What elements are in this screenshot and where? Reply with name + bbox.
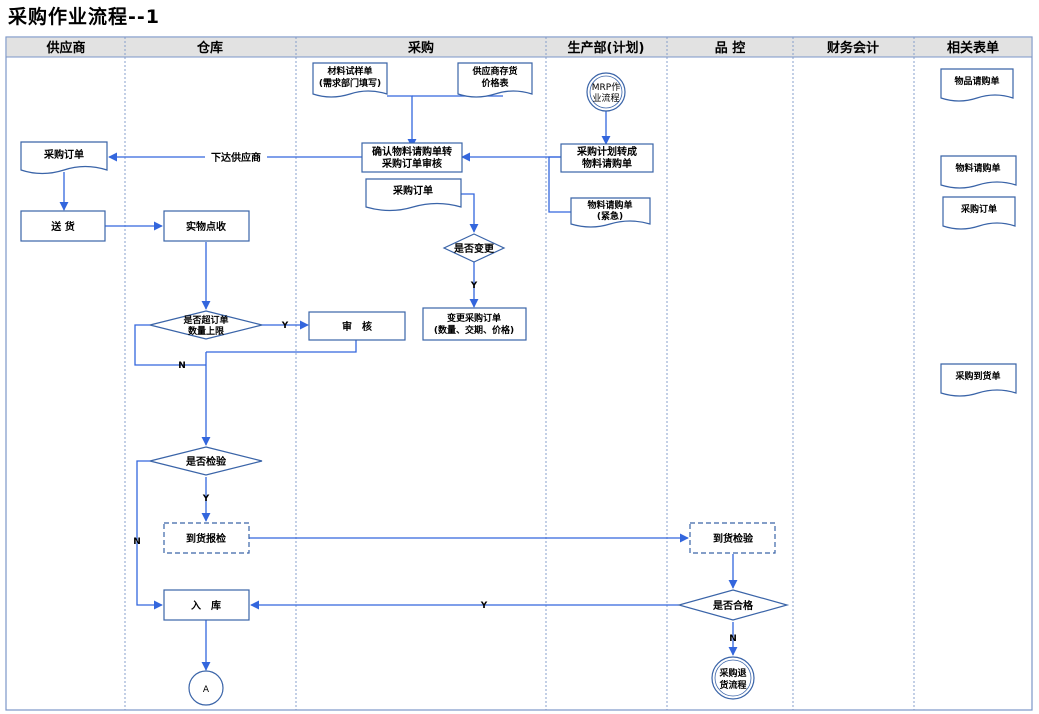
supplier-price-sheet-line1: 供应商存货 (471, 65, 517, 77)
inspect-no-label: N (133, 537, 141, 547)
review-label: 审 核 (342, 320, 372, 333)
change-po-box (422, 307, 527, 341)
connector-a-shape (188, 670, 224, 706)
supplier-po-label: 采购订单 (43, 148, 84, 161)
purchase-po-shape (365, 178, 462, 212)
edge-labels: 下达供应商 Y Y N Y N Y N (133, 151, 737, 644)
decision-shapes (149, 233, 790, 621)
arrival-report-label: 到货报检 (186, 532, 226, 545)
inspect-decision-label: 是否检验 (185, 455, 227, 468)
connector-lines (59, 95, 738, 671)
purchase-po-label: 采购订单 (392, 184, 433, 197)
terminal-shapes (188, 72, 755, 706)
mrp-inner (589, 75, 623, 109)
return-process-line2: 货流程 (719, 679, 746, 691)
plan-to-requisition-line2: 物料请购单 (582, 157, 632, 170)
mrp-outer (586, 72, 626, 112)
plan-to-requisition-box (560, 143, 654, 173)
confirm-review-line2: 采购订单审核 (381, 157, 442, 170)
change-po-line1: 变更采购订单 (447, 312, 501, 324)
supplier-po-shape (20, 141, 108, 175)
warehouse-in-box (163, 589, 250, 621)
form-purchase-order-shape (942, 196, 1016, 230)
process-shapes (20, 142, 654, 621)
qualified-decision-label: 是否合格 (712, 599, 754, 612)
form-item-requisition-shape (940, 68, 1014, 102)
supplier-price-sheet-shape (457, 62, 533, 98)
lane-warehouse: 仓库 (196, 40, 223, 56)
lane-finance: 财务会计 (827, 40, 879, 56)
change-yes-label: Y (470, 281, 478, 291)
return-inner (714, 659, 752, 697)
confirm-review-box (361, 142, 463, 173)
qualified-no-label: N (729, 634, 737, 644)
change-decision-shape (442, 233, 506, 263)
change-po-line2: (数量、交期、价格) (434, 324, 514, 336)
document-shapes (20, 62, 1017, 397)
confirm-review-line1: 确认物料请购单转 (372, 145, 452, 158)
urgent-requisition-line1: 物料请购单 (587, 199, 632, 211)
lane-production: 生产部(计划) (568, 40, 645, 56)
review-box (308, 311, 406, 341)
receiving-label: 实物点收 (186, 220, 226, 233)
lane-supplier: 供应商 (45, 40, 85, 56)
related-forms: 物品请购单 物料请购单 采购订单 采购到货单 (954, 75, 1000, 382)
lane-purchasing: 采购 (407, 40, 434, 56)
mrp-line2: 业流程 (592, 92, 619, 104)
plan-to-requisition-line1: 采购计划转成 (576, 145, 637, 158)
urgent-requisition-line2: (紧急) (597, 210, 623, 222)
over-limit-line1: 是否超订单 (182, 314, 228, 326)
supplier-price-sheet-line2: 价格表 (481, 77, 509, 89)
arrival-inspection-box (689, 522, 776, 554)
form-arrival-sheet: 采购到货单 (954, 370, 1000, 382)
receiving-box (163, 210, 250, 242)
node-labels: 材料试样单 (需求部门填写) 供应商存货 价格表 MRP作 业流程 确认物料请购… (43, 65, 754, 695)
material-trial-sheet-line2: (需求部门填写) (319, 77, 381, 89)
issue-to-supplier-label: 下达供应商 (211, 151, 261, 164)
inspect-yes-label: Y (202, 494, 210, 504)
form-purchase-order: 采购订单 (960, 203, 997, 215)
lane-quality: 品 控 (715, 40, 746, 56)
swimlane-frame: 供应商 仓库 采购 生产部(计划) 品 控 财务会计 相关表单 (5, 36, 1033, 711)
urgent-requisition-shape (570, 197, 651, 228)
return-outer (711, 656, 755, 700)
page-title: 采购作业流程--1 (8, 6, 160, 28)
material-trial-sheet-line1: 材料试样单 (326, 65, 372, 77)
form-material-requisition: 物料请购单 (955, 162, 1000, 174)
connector-a-label: A (203, 685, 210, 695)
change-decision-label: 是否变更 (453, 242, 495, 255)
qualified-yes-label: Y (480, 601, 488, 611)
over-limit-decision-shape (149, 310, 263, 340)
over-limit-no-label: N (178, 361, 186, 371)
lane-forms: 相关表单 (947, 40, 999, 56)
delivery-box (20, 210, 106, 242)
over-limit-yes-label: Y (281, 321, 289, 331)
arrival-inspection-label: 到货检验 (713, 532, 754, 545)
arrival-report-box (163, 522, 250, 554)
form-item-requisition: 物品请购单 (954, 75, 999, 87)
form-arrival-sheet-shape (940, 363, 1017, 397)
over-limit-line2: 数量上限 (188, 325, 225, 337)
qualified-decision-shape (676, 589, 790, 621)
dashed-process-shapes (163, 522, 776, 554)
material-trial-sheet-shape (312, 62, 388, 98)
return-process-line1: 采购退 (718, 667, 746, 679)
mrp-line1: MRP作 (592, 81, 620, 93)
inspect-decision-shape (149, 446, 263, 476)
delivery-label: 送 货 (50, 220, 74, 233)
warehouse-in-label: 入 库 (191, 599, 221, 612)
form-material-requisition-shape (940, 155, 1017, 189)
